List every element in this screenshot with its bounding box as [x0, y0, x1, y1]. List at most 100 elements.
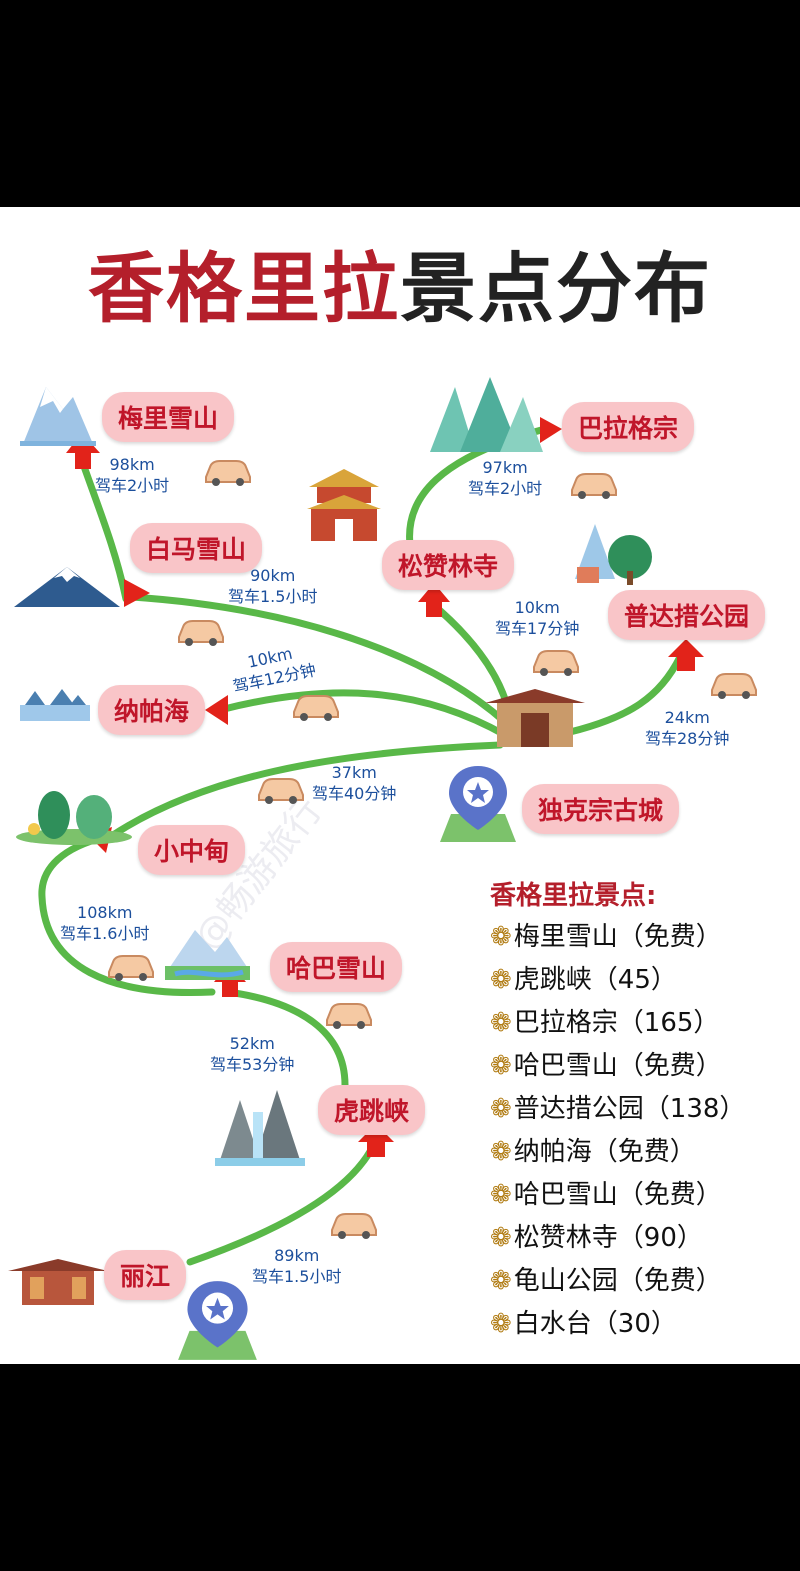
- list-item-text: 白水台（30）: [513, 1309, 677, 1339]
- attractions-list: 香格里拉景点: ❁梅里雪山（免费） ❁虎跳峡（45） ❁巴拉格宗（165） ❁哈…: [490, 875, 790, 1346]
- attractions-list-title: 香格里拉景点:: [490, 881, 657, 911]
- route-info-meili: 98km 驾车2小时: [95, 454, 169, 496]
- waterfall-gorge-icon: [215, 1090, 305, 1166]
- route-info-hutiao: 52km 驾车53分钟: [210, 1033, 294, 1075]
- list-item: ❁哈巴雪山（免费）: [490, 1045, 790, 1088]
- sun-icon: ❁: [490, 1309, 512, 1339]
- list-item: ❁普达措公园（138）: [490, 1088, 790, 1131]
- list-item-text: 松赞林寺（90）: [513, 1223, 703, 1253]
- route-lijiang-hutiao: [186, 1138, 379, 1266]
- sun-icon: ❁: [490, 1180, 512, 1210]
- list-item-text: 虎跳峡（45）: [513, 965, 677, 995]
- route-lines: [38, 417, 704, 1266]
- temple-icon: [307, 469, 381, 541]
- spot-label-songzanlin[interactable]: 松赞林寺: [382, 540, 515, 590]
- route-distance: 98km: [109, 455, 155, 474]
- route-distance: 97km: [482, 458, 528, 477]
- snow-mountain-icon: [20, 387, 96, 446]
- list-item-text: 梅里雪山（免费）: [513, 922, 722, 952]
- arrow-pudacuo: [668, 639, 704, 671]
- list-item-text: 普达措公园（138）: [513, 1094, 746, 1124]
- start-location-pin-icon: [178, 1281, 257, 1360]
- sun-icon: ❁: [490, 1266, 512, 1296]
- river-valley-icon: [165, 930, 250, 980]
- list-item: ❁松赞林寺（90）: [490, 1217, 790, 1260]
- car-icon: [205, 460, 251, 486]
- title-part-2: 景点分布: [400, 244, 712, 333]
- meadow-icon: [16, 791, 132, 845]
- list-item: ❁虎跳峡（45）: [490, 959, 790, 1002]
- spot-label-xiaozhongdian[interactable]: 小中甸: [138, 825, 246, 875]
- car-icon: [326, 1003, 372, 1029]
- list-item: ❁白水台（30）: [490, 1303, 790, 1346]
- route-haba-xiaozhongdian: [38, 833, 216, 997]
- lake-icon: [20, 689, 90, 721]
- route-info-songzanlin: 10km 驾车17分钟: [495, 597, 579, 639]
- mountain-icon: [14, 567, 120, 607]
- route-time: 驾车53分钟: [210, 1055, 295, 1074]
- route-info-baima: 90km 驾车1.5小时: [228, 565, 317, 607]
- list-item-text: 哈巴雪山（免费）: [513, 1051, 722, 1081]
- route-time: 驾车28分钟: [645, 729, 730, 748]
- sun-icon: ❁: [490, 1051, 512, 1081]
- list-item-text: 哈巴雪山（免费）: [513, 1180, 722, 1210]
- route-distance: 108km: [77, 903, 133, 922]
- route-info-xiaozhongdian: 37km 驾车40分钟: [312, 762, 396, 804]
- route-time: 驾车1.6小时: [60, 924, 150, 943]
- spot-label-haba[interactable]: 哈巴雪山: [270, 942, 403, 992]
- list-item: ❁龟山公园（免费）: [490, 1260, 790, 1303]
- forest-icon: [575, 524, 652, 585]
- car-icon: [711, 673, 757, 699]
- arrow-hutiao: [358, 1124, 394, 1157]
- sun-icon: ❁: [490, 1094, 512, 1124]
- route-time: 驾车1.5小时: [228, 587, 318, 606]
- car-icon: [293, 695, 339, 721]
- route-time: 驾车1.5小时: [252, 1267, 342, 1286]
- list-item: ❁哈巴雪山（免费）: [490, 1174, 790, 1217]
- car-icon: [108, 955, 154, 981]
- spot-label-dukezong[interactable]: 独克宗古城: [522, 784, 680, 834]
- green-mountain-icon: [430, 377, 543, 452]
- list-item-text: 巴拉格宗（165）: [513, 1008, 720, 1038]
- route-info-haba: 108km 驾车1.6小时: [60, 902, 149, 944]
- sun-icon: ❁: [490, 1137, 512, 1167]
- car-icon: [571, 473, 617, 499]
- spot-label-hutiao[interactable]: 虎跳峡: [318, 1085, 426, 1135]
- arrow-napa: [205, 695, 228, 725]
- route-xiaozhongdian-dukezong: [106, 741, 504, 841]
- route-distance: 37km: [331, 763, 377, 782]
- route-dukezong-napa: [216, 689, 509, 739]
- arrow-bala: [540, 417, 562, 443]
- route-distance: 90km: [250, 566, 296, 585]
- list-item-text: 龟山公园（免费）: [513, 1266, 722, 1296]
- spot-label-bala[interactable]: 巴拉格宗: [562, 402, 695, 452]
- route-info-pudacuo: 24km 驾车28分钟: [645, 707, 729, 749]
- spot-label-meili[interactable]: 梅里雪山: [102, 392, 235, 442]
- spot-label-pudacuo[interactable]: 普达措公园: [608, 590, 766, 640]
- list-item: ❁纳帕海（免费）: [490, 1131, 790, 1174]
- route-distance: 24km: [664, 708, 710, 727]
- route-dukezong-baima: [128, 593, 509, 726]
- car-icon: [331, 1213, 377, 1239]
- spot-label-napa[interactable]: 纳帕海: [98, 685, 206, 735]
- route-time: 驾车2小时: [468, 479, 543, 498]
- route-hutiao-haba: [224, 988, 349, 1089]
- car-icon: [533, 650, 579, 676]
- location-pin-icon: [440, 766, 516, 842]
- sun-icon: ❁: [490, 965, 512, 995]
- spot-label-baima[interactable]: 白马雪山: [130, 523, 263, 573]
- map-canvas: 香格里拉景点分布 @畅游旅行: [0, 207, 800, 1364]
- arrow-meili: [66, 433, 100, 469]
- old-town-building-icon: [485, 689, 585, 747]
- arrow-songzanlin: [418, 583, 450, 617]
- route-baima-meili: [76, 451, 130, 603]
- title-part-1: 香格里拉: [88, 244, 400, 333]
- route-time: 驾车40分钟: [312, 784, 397, 803]
- route-distance: 10km: [514, 598, 560, 617]
- route-distance: 89km: [274, 1246, 320, 1265]
- arrow-baima: [124, 579, 150, 607]
- car-icon: [258, 778, 304, 804]
- spot-label-lijiang[interactable]: 丽江: [104, 1250, 187, 1300]
- list-item: ❁巴拉格宗（165）: [490, 1002, 790, 1045]
- route-dukezong-pudacuo: [566, 653, 684, 736]
